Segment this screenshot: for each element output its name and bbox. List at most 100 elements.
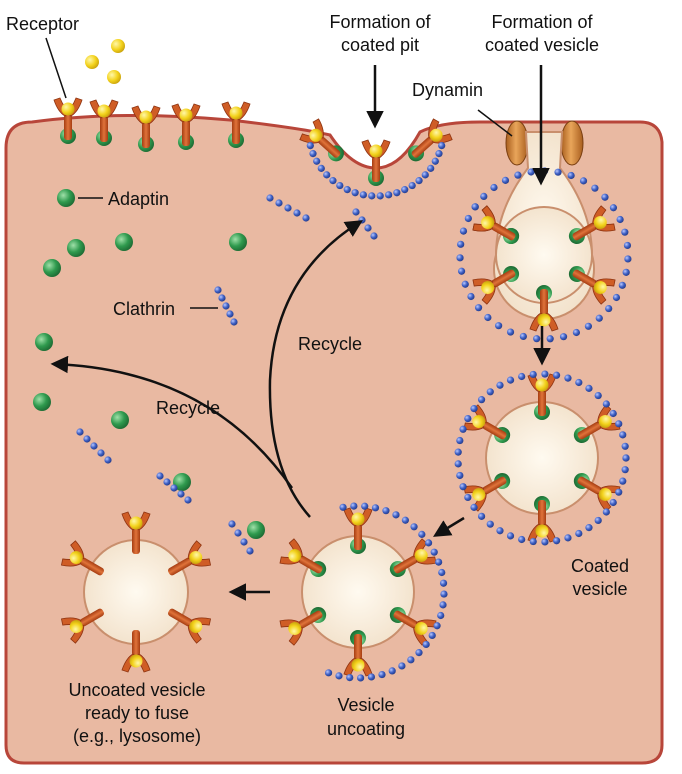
clathrin-icon xyxy=(518,372,526,381)
arrow-receptor-leader xyxy=(45,37,67,99)
clathrin-icon xyxy=(431,157,439,165)
receptor-icon xyxy=(89,99,119,146)
clathrin-icon xyxy=(222,302,230,310)
clathrin-icon xyxy=(518,535,526,544)
clathrin-icon xyxy=(459,227,468,235)
clathrin-icon xyxy=(324,669,333,677)
clathrin-icon xyxy=(421,171,429,179)
clathrin-icon xyxy=(240,538,248,546)
clathrin-icon xyxy=(601,193,609,201)
clathrin-icon xyxy=(156,472,164,480)
clathrin-icon xyxy=(435,150,443,158)
clathrin-icon xyxy=(456,471,464,480)
clathrin-icon xyxy=(170,484,178,492)
clathrin-icon xyxy=(594,516,602,525)
clathrin-icon xyxy=(454,448,462,456)
clathrin-icon xyxy=(552,371,561,379)
clathrin-icon xyxy=(309,150,317,158)
clathrin-icon xyxy=(433,622,441,630)
receptor-icon xyxy=(131,105,161,152)
clathrin-icon xyxy=(246,547,254,555)
clathrin-icon xyxy=(371,504,380,512)
clathrin-icon xyxy=(382,507,390,515)
clathrin-icon xyxy=(609,409,617,418)
uncoated-vesicle xyxy=(60,511,212,673)
clathrin-icon xyxy=(609,498,617,507)
clathrin-icon xyxy=(454,460,462,468)
clathrin-icon xyxy=(430,548,438,556)
clathrin-icon xyxy=(495,322,503,330)
clathrin-icon xyxy=(506,532,515,540)
adaptin-icon xyxy=(229,233,247,251)
clathrin-icon xyxy=(622,268,630,276)
clathrin-icon xyxy=(228,520,236,528)
clathrin-icon xyxy=(602,400,610,408)
clathrin-icon xyxy=(376,192,384,200)
clathrin-icon xyxy=(612,293,621,302)
clathrin-icon xyxy=(514,171,522,179)
clathrin-icon xyxy=(427,164,435,172)
clathrin-icon xyxy=(385,191,393,199)
clathrin-icon xyxy=(364,224,372,232)
receptor-icon xyxy=(121,511,151,554)
clathrin-icon xyxy=(408,181,416,190)
dynamin-ring xyxy=(505,120,584,166)
clathrin-icon xyxy=(584,322,593,330)
clathrin-icon xyxy=(378,670,386,679)
clathrin-icon xyxy=(552,537,561,545)
clathrin-icon xyxy=(459,425,467,433)
label-uncoated-3: (e.g., lysosome) xyxy=(73,726,201,746)
clathrin-icon xyxy=(388,667,396,675)
clathrin-icon xyxy=(621,228,629,236)
surface-receptors xyxy=(53,97,251,152)
clathrin-icon xyxy=(323,171,331,179)
clathrin-icon xyxy=(234,529,242,537)
label-recycle-2: Recycle xyxy=(156,398,220,418)
clathrin-icon xyxy=(619,477,627,485)
clathrin-icon xyxy=(401,516,410,524)
clathrin-icon xyxy=(346,674,354,682)
clathrin-icon xyxy=(350,502,358,510)
receptor-icon xyxy=(121,630,151,673)
clathrin-icon xyxy=(439,601,447,609)
clathrin-icon xyxy=(266,194,274,202)
clathrin-icon xyxy=(457,240,465,248)
clathrin-icon xyxy=(214,286,222,294)
receptor-icon xyxy=(279,538,327,577)
clathrin-icon xyxy=(415,177,423,185)
clathrin-icon xyxy=(619,431,627,439)
clathrin-icon xyxy=(541,370,549,378)
clathrin-icon xyxy=(470,405,478,413)
adaptin-icon xyxy=(57,189,75,207)
clathrin-icon xyxy=(474,304,483,312)
clathrin-icon xyxy=(336,181,344,190)
clathrin-icon xyxy=(484,313,492,322)
clathrin-icon xyxy=(401,186,409,194)
arrow-dynamin-leader xyxy=(477,109,513,137)
clathrin-icon xyxy=(76,428,84,436)
clathrin-icon xyxy=(97,449,105,457)
clathrin-icon xyxy=(230,318,238,326)
receptor-icon xyxy=(299,118,344,162)
receptor-icon xyxy=(389,607,437,646)
label-uncoated-1: Uncoated vesicle xyxy=(68,680,205,700)
clathrin-icon xyxy=(104,456,112,464)
free-proteins xyxy=(33,189,378,555)
clathrin-icon xyxy=(486,388,494,396)
clathrin-icon xyxy=(615,488,623,496)
label-formation-coated-pit-1: Formation of xyxy=(329,12,431,32)
label-uncoated-2: ready to fuse xyxy=(85,703,189,723)
clathrin-icon xyxy=(418,530,426,538)
receptor-icon xyxy=(361,139,391,186)
clathrin-icon xyxy=(293,209,301,217)
adaptin-icon xyxy=(67,239,85,257)
clathrin-icon xyxy=(392,511,400,519)
clathrin-icon xyxy=(313,157,321,165)
receptor-icon xyxy=(168,608,212,644)
label-formation-coated-vesicle-2: coated vesicle xyxy=(485,35,599,55)
clathrin-icon xyxy=(440,590,448,598)
clathrin-icon xyxy=(467,292,475,301)
clathrin-icon xyxy=(339,503,347,511)
clathrin-icon xyxy=(461,280,469,288)
